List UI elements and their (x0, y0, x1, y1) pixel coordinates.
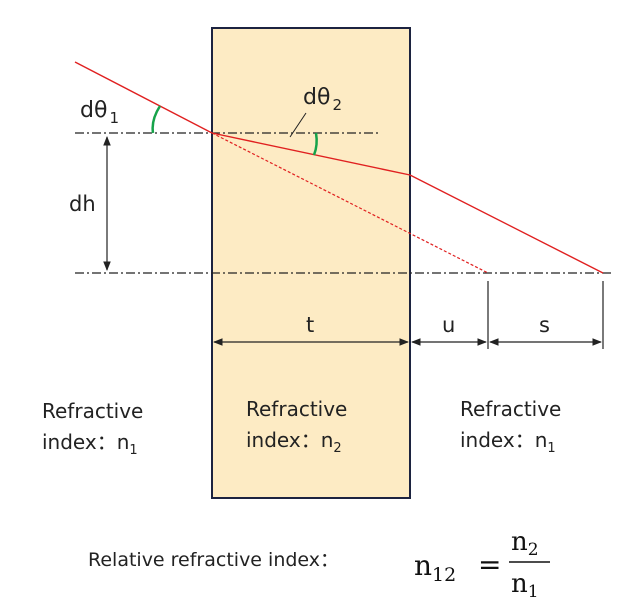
refracted-ray (211, 132, 411, 176)
emergent-ray (409, 174, 604, 274)
formula-prefix: Relative refractive index： (88, 549, 339, 571)
label-t: t (306, 313, 314, 337)
angle-arc-theta2 (312, 132, 318, 156)
label-u: u (442, 313, 455, 337)
region-right-label: Refractive index：n1 (460, 397, 568, 456)
light-ray (74, 61, 604, 274)
leader-line-theta2 (289, 112, 307, 138)
incident-ray-extension (211, 132, 489, 274)
formula-lhs: n12 (414, 549, 456, 586)
label-s: s (539, 313, 550, 337)
incident-ray (74, 61, 213, 134)
slab-medium-n2 (211, 27, 411, 499)
relative-index-formula: Relative refractive index： n12 = n2 n1 (88, 527, 550, 602)
formula-numerator: n2 (511, 527, 539, 560)
label-dh: dh (69, 192, 96, 216)
angle-arc-theta1 (151, 105, 162, 134)
region-left-label: Refractive index：n1 (42, 399, 150, 458)
formula-equals: = (478, 548, 501, 581)
region-middle-label: Refractive index：n2 (246, 397, 354, 456)
formula-denominator: n1 (511, 569, 539, 602)
